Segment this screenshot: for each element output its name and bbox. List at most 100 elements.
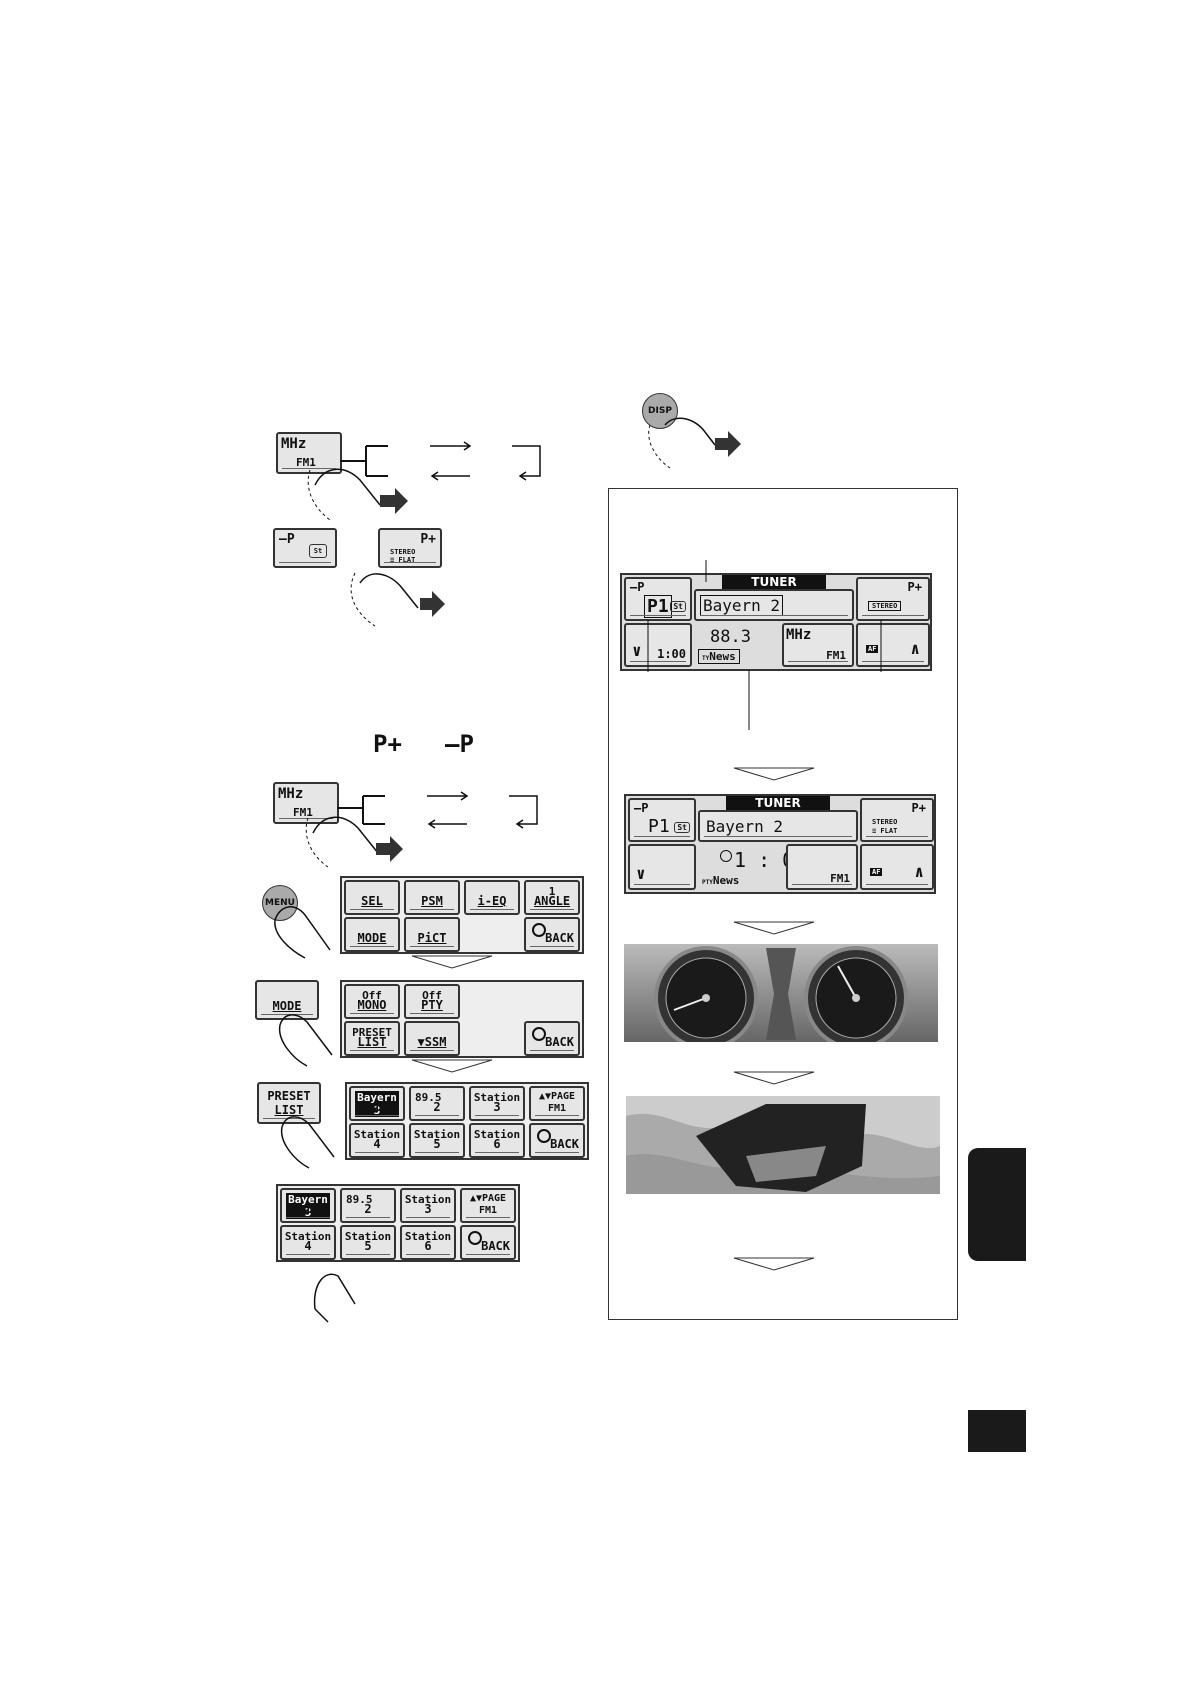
preset-minus-button[interactable]: –P St	[273, 528, 337, 568]
fm-band-button[interactable]: FM1	[786, 844, 858, 890]
ieq-button[interactable]: i-EQ	[464, 880, 520, 915]
finger-press-icon	[305, 816, 403, 868]
fm-band-button[interactable]: MHz FM1	[276, 432, 342, 474]
back-icon	[468, 1231, 482, 1245]
band-label: FM1	[293, 806, 313, 819]
down-arrow-icon	[733, 1071, 815, 1085]
down-arrow-icon	[411, 1059, 493, 1073]
st-icon: St	[309, 544, 327, 558]
station-name-field: Bayern 2	[694, 589, 854, 621]
pty-field: PTYNews	[702, 874, 740, 887]
st-icon: St	[670, 601, 686, 612]
finger-press-icon	[648, 417, 741, 469]
af-indicator: AF	[870, 868, 883, 876]
display-cycle-frame	[608, 488, 958, 1320]
back-icon	[537, 1129, 551, 1143]
preset-minus-button[interactable]: –P P1 St	[624, 577, 692, 621]
station-name-field: Bayern 2	[698, 810, 858, 842]
chevron-up-icon: ∧	[914, 862, 924, 881]
pty-field: TYNews	[698, 649, 740, 664]
back-button[interactable]: BACK	[529, 1123, 585, 1158]
plus-p-label: P+	[420, 532, 436, 547]
psm-button[interactable]: PSM	[404, 880, 460, 915]
sel-button[interactable]: SEL	[344, 880, 400, 915]
pict-button[interactable]: PiCT	[404, 917, 460, 952]
fm-band-button-2[interactable]: MHz FM1	[273, 782, 339, 824]
clock-display: 1 : 00 PTYNews	[702, 848, 807, 887]
disp-button[interactable]: DISP	[642, 393, 678, 429]
back-icon	[532, 923, 546, 937]
clock: 1:00	[657, 647, 686, 661]
frequency-display: 88.3 TYNews	[694, 623, 780, 667]
st-icon: St	[674, 822, 690, 833]
preset-minus-button[interactable]: –P P1 St	[628, 798, 696, 842]
back-button[interactable]: BACK	[524, 917, 580, 952]
clock-icon	[720, 850, 732, 862]
mhz-label: MHz	[278, 786, 304, 802]
preset-list-button[interactable]: PRESET LIST	[257, 1082, 321, 1124]
menu-button[interactable]: MENU	[262, 885, 298, 921]
finger-press-icon	[274, 906, 331, 959]
mhz-label: MHz	[281, 436, 307, 452]
menu-label: MENU	[265, 898, 295, 908]
chevron-up-icon: ∧	[910, 639, 920, 658]
mode-menu-button[interactable]: MODE	[344, 917, 400, 952]
flat-label: ≡ FLAT	[390, 556, 416, 564]
down-arrow-icon	[733, 767, 815, 781]
preset-plus-label: P+	[373, 730, 402, 758]
ssm-button[interactable]: ▼SSM	[404, 1021, 460, 1056]
af-indicator: AF	[866, 645, 879, 653]
down-arrow-icon	[411, 955, 493, 969]
callout-lines	[647, 560, 882, 730]
chevron-down-icon: ∨	[636, 864, 646, 883]
down-arrow-icon	[733, 1257, 815, 1271]
tuner-title-bar: TUNER	[722, 575, 826, 589]
aerial-image-graphic	[626, 1096, 940, 1194]
mode-button[interactable]: MODE	[255, 980, 319, 1020]
seek-down-button[interactable]: ∨ 1:00	[624, 623, 692, 667]
finger-press-icon	[350, 572, 445, 627]
minus-p-label: –P	[279, 532, 295, 547]
finger-press-icon	[280, 1116, 335, 1169]
seek-down-button[interactable]: ∨	[628, 844, 696, 890]
back-button[interactable]: BACK	[460, 1225, 516, 1260]
band-label: FM1	[296, 456, 316, 469]
stereo-label: STEREO	[390, 548, 416, 556]
fm-band-button[interactable]: MHz FM1	[782, 623, 854, 667]
preset-plus-button[interactable]: P+ STEREO ≡ FLAT	[378, 528, 442, 568]
tuner-screen-1: TUNER –P P1 St Bayern 2 P+ STEREO ∨ 1:00…	[620, 573, 932, 671]
seek-up-button[interactable]: AF ∧	[860, 844, 934, 890]
band-cycle-diagram	[340, 441, 541, 481]
preset-plus-button[interactable]: P+ STEREO	[856, 577, 930, 621]
stereo-indicator: STEREO	[868, 601, 902, 611]
finger-press-icon	[313, 1273, 356, 1323]
back-button[interactable]: BACK	[524, 1021, 580, 1056]
preset-plus-button[interactable]: P+ STEREO ≡ FLAT	[860, 798, 934, 842]
seek-up-button[interactable]: AF ∧	[856, 623, 930, 667]
down-arrow-icon	[733, 921, 815, 935]
chevron-down-icon: ∨	[632, 641, 642, 660]
back-icon	[532, 1027, 546, 1041]
